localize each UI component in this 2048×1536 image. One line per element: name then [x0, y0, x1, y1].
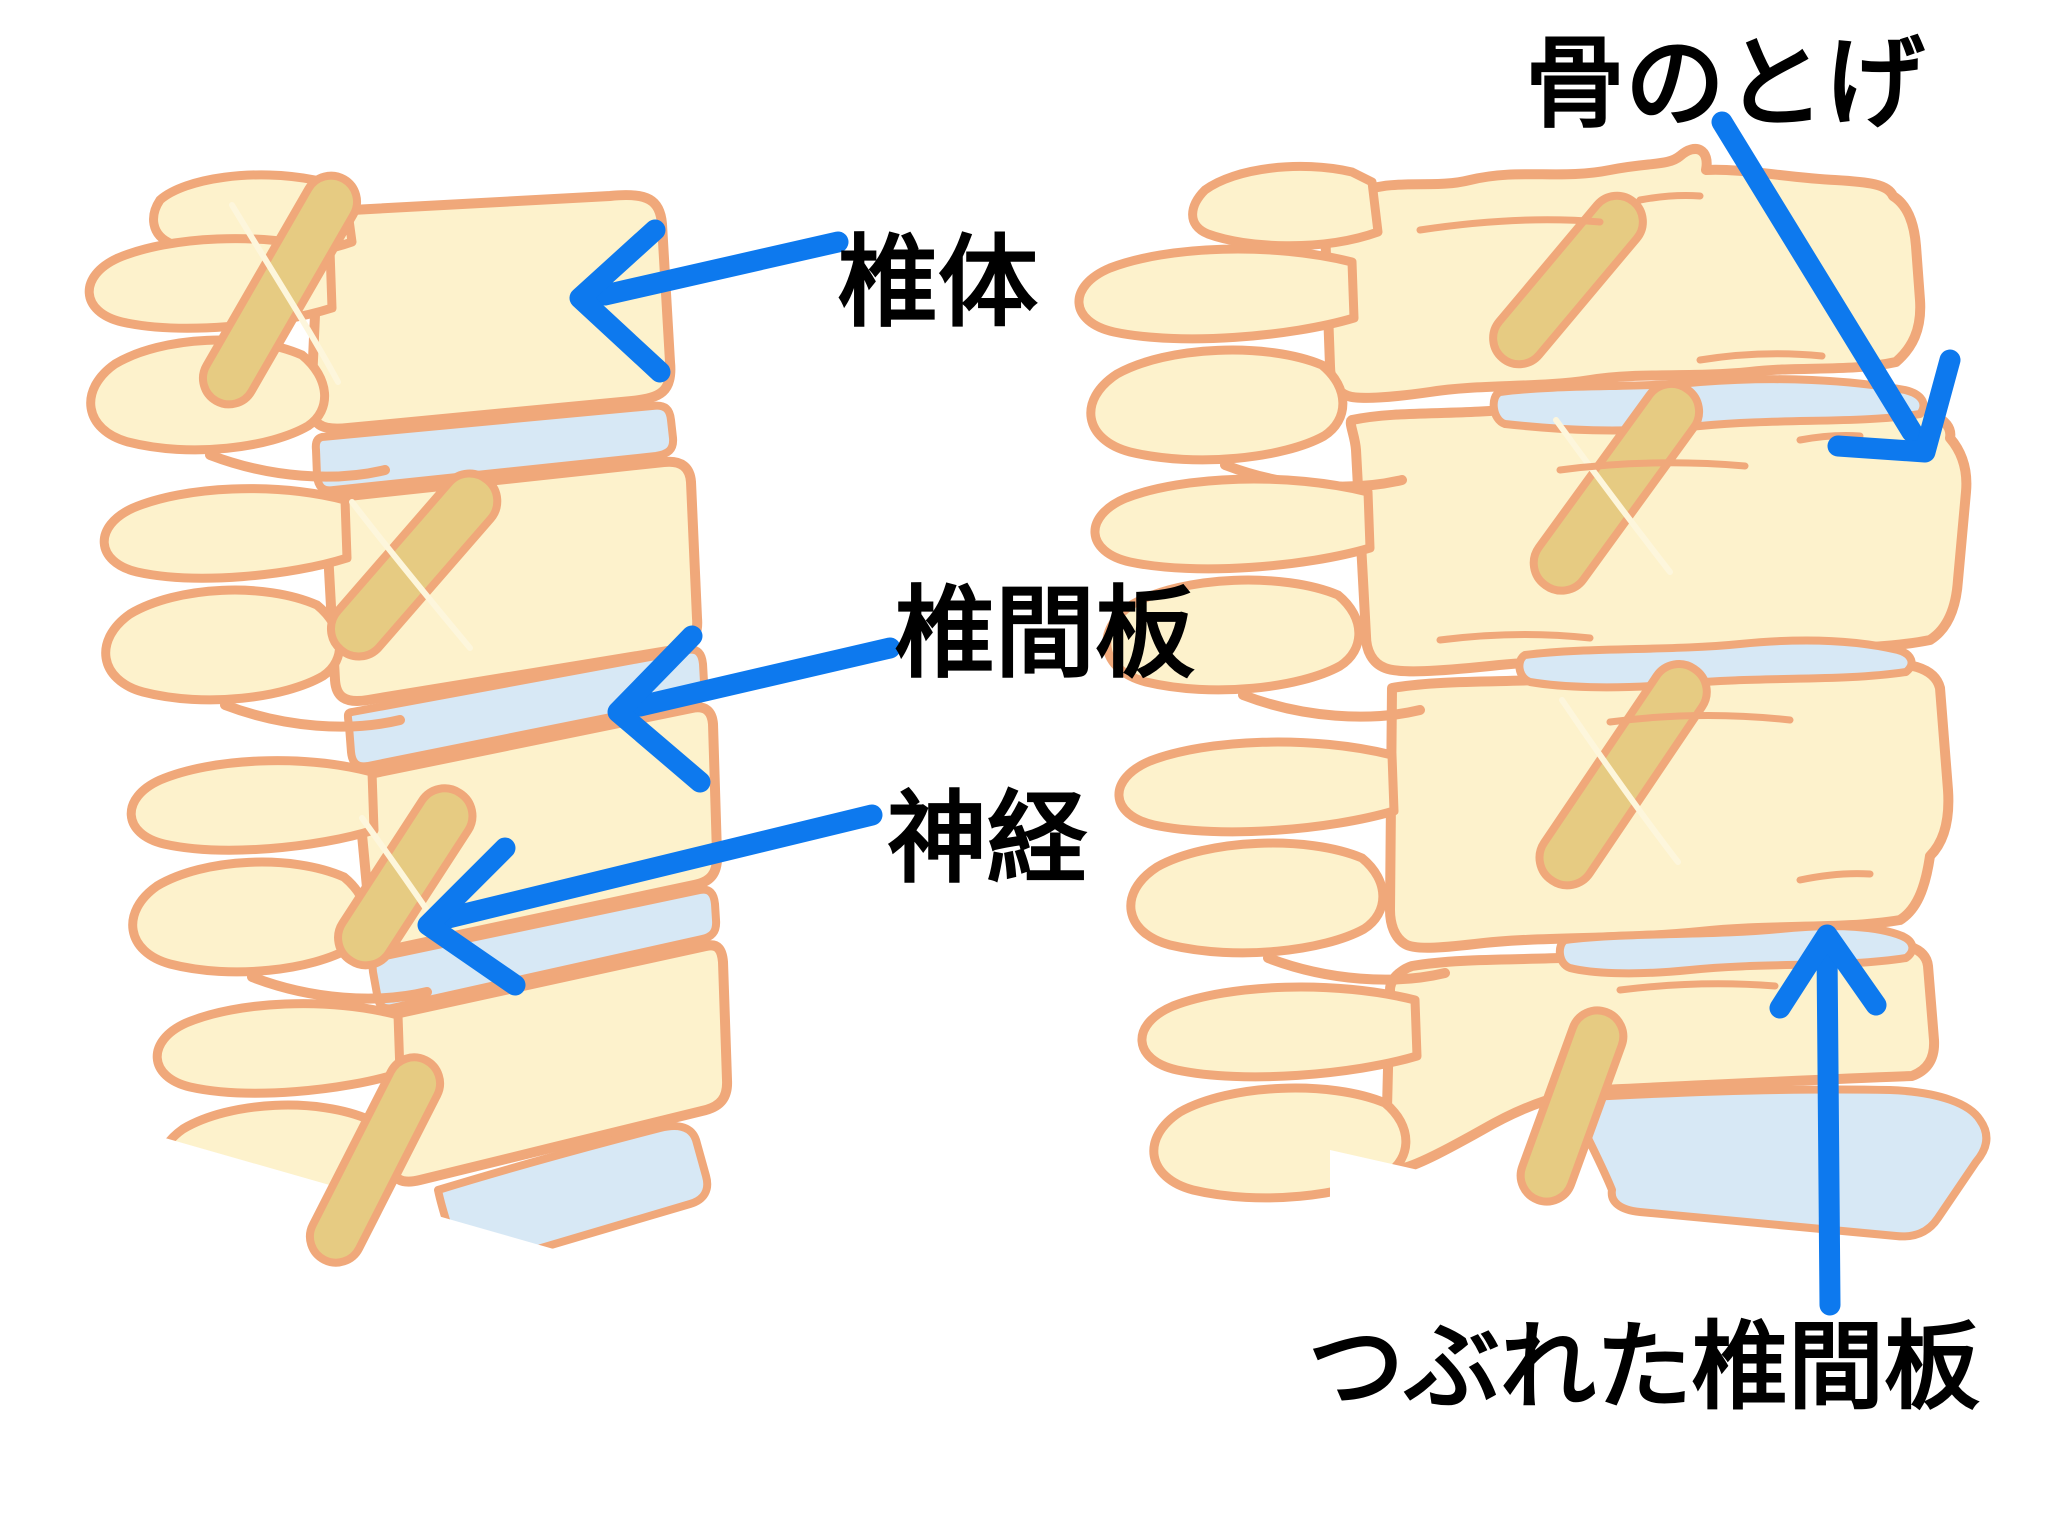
- labels: 椎体 椎間板 神経 骨のとげ つぶれた椎間板: [838, 25, 1980, 1423]
- arrow-nerve: [417, 804, 883, 996]
- bottom-cut: [95, 1118, 585, 1460]
- degenerated-spine-illustration: [1074, 144, 1991, 1350]
- arrow-crushed-disc: [1769, 924, 1887, 1316]
- label-crushed-disc: つぶれた椎間板: [1308, 1311, 1980, 1423]
- label-intervertebral-disc: 椎間板: [895, 575, 1195, 692]
- degenerated-posterior-processes: [1074, 161, 1450, 1203]
- arrow-vertebral-body: [569, 219, 849, 383]
- arrow-bone-spur: [1711, 111, 1961, 463]
- annotation-arrows: [417, 111, 1961, 1316]
- arrow-intervertebral-disc: [607, 625, 901, 793]
- degenerated-vertebral-bodies: [1318, 144, 1972, 1174]
- bone-crack-lines: [1416, 192, 1874, 994]
- healthy-spine-illustration: [84, 170, 733, 1460]
- bottom-cut-right: [1330, 1150, 1630, 1350]
- healthy-discs: [311, 401, 721, 1272]
- label-nerve: 神経: [887, 780, 1088, 897]
- label-bone-spur: 骨のとげ: [1525, 25, 1925, 142]
- label-vertebral-body: 椎体: [838, 224, 1038, 341]
- nerve-roots: [199, 171, 502, 1267]
